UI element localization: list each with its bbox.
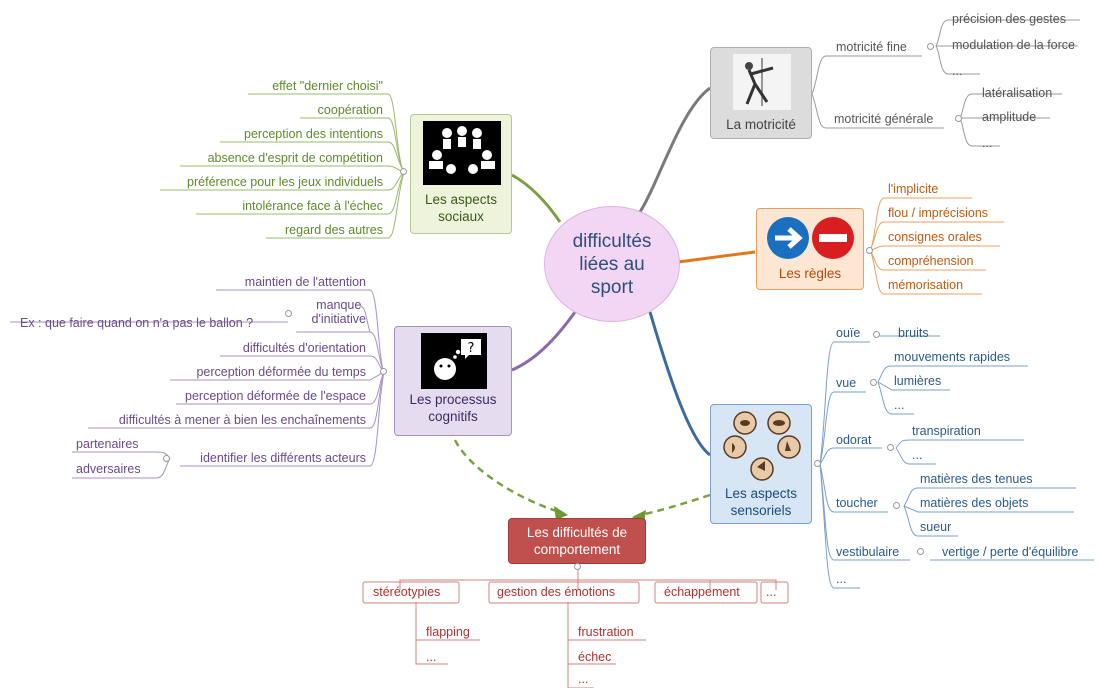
motricite-fine-label[interactable]: motricité fine	[836, 40, 907, 54]
comportement-stereotypies[interactable]: stéréotypies	[373, 585, 441, 599]
svg-text:?: ?	[468, 341, 475, 356]
sensoriels-vestibulaire-item[interactable]: vertige / perte d'équilibre	[942, 545, 1079, 559]
sociaux-item[interactable]: regard des autres	[285, 223, 383, 237]
cognitifs-orientation[interactable]: difficultés d'orientation	[242, 341, 366, 355]
sensoriels-ouie-item[interactable]: bruits	[898, 326, 929, 340]
comportement-label-line1: Les difficultés de	[526, 525, 628, 540]
comportement-emotions-item[interactable]: frustration	[578, 625, 634, 639]
branch-comportement[interactable]: Les difficultés de comportement	[508, 518, 646, 564]
branch-regles[interactable]: Les règles	[756, 208, 864, 290]
motricite-fine-item[interactable]: modulation de la force	[952, 38, 1075, 52]
collapse-handle-icon[interactable]	[163, 455, 170, 462]
sociaux-item[interactable]: effet "dernier choisi"	[272, 79, 383, 93]
cognitifs-attention[interactable]: maintien de l'attention	[244, 275, 366, 289]
sensoriels-ouie-label[interactable]: ouïe	[836, 326, 861, 340]
cognitifs-acteurs[interactable]: identifier les différents acteurs	[200, 451, 366, 465]
sensoriels-odorat-label[interactable]: odorat	[836, 433, 872, 447]
regles-item[interactable]: mémorisation	[888, 278, 964, 292]
cognitifs-initiative-line2: d'initiative	[311, 312, 367, 326]
gymnast-icon	[733, 54, 791, 110]
sociaux-item[interactable]: intolérance face à l'échec	[242, 199, 383, 213]
comportement-emotions-item[interactable]: ...	[578, 672, 589, 686]
motricite-generale-item[interactable]: amplitude	[982, 110, 1037, 124]
branch-cognitifs[interactable]: ? Les processus cognitifs	[394, 326, 512, 436]
motricite-generale-item[interactable]: latéralisation	[982, 86, 1053, 100]
cognitifs-initiative-line1: manque	[316, 298, 362, 312]
sociaux-item[interactable]: préférence pour les jeux individuels	[187, 175, 383, 189]
collapse-handle-icon[interactable]	[927, 43, 934, 50]
comportement-emotions-item[interactable]: échec	[578, 650, 612, 664]
sociaux-item[interactable]: coopération	[317, 103, 383, 117]
cognitifs-espace[interactable]: perception déformée de l'espace	[185, 389, 366, 403]
sensoriels-label-line2: sensoriels	[730, 503, 792, 518]
cognitifs-label-line1: Les processus	[409, 392, 497, 407]
regles-item[interactable]: l'implicite	[888, 182, 939, 196]
regles-label: Les règles	[778, 266, 842, 281]
group-people-icon	[423, 121, 501, 185]
sociaux-item[interactable]: absence d'esprit de compétition	[207, 151, 383, 165]
thinking-person-icon: ?	[421, 333, 487, 389]
collapse-handle-icon[interactable]	[866, 247, 873, 254]
cognitifs-acteurs-item[interactable]: partenaires	[76, 437, 139, 451]
sociaux-label-line1: Les aspects	[424, 192, 498, 207]
sensoriels-vue-item[interactable]: mouvements rapides	[894, 350, 1011, 364]
sociaux-label-line2: sociaux	[438, 209, 484, 224]
senses-icon	[723, 411, 801, 481]
collapse-handle-icon[interactable]	[574, 563, 581, 570]
central-topic-line3: sport	[590, 276, 634, 298]
branch-motricite[interactable]: La motricité	[710, 47, 812, 139]
sensoriels-toucher-label[interactable]: toucher	[836, 496, 878, 510]
central-topic-line1: difficultés	[572, 230, 652, 252]
sensoriels-toucher-item[interactable]: matières des tenues	[920, 472, 1033, 486]
comportement-stereotypies-item[interactable]: flapping	[426, 625, 470, 639]
cognitifs-initiative-example[interactable]: Ex : que faire quand on n'a pas le ballo…	[20, 316, 254, 330]
sensoriels-vue-item[interactable]: lumières	[894, 374, 942, 388]
collapse-handle-icon[interactable]	[887, 444, 894, 451]
collapse-handle-icon[interactable]	[873, 331, 880, 338]
collapse-handle-icon[interactable]	[285, 310, 292, 317]
comportement-echappement[interactable]: échappement	[664, 585, 740, 599]
sensoriels-label-line1: Les aspects	[724, 486, 798, 501]
collapse-handle-icon[interactable]	[814, 460, 821, 467]
comportement-label-line2: comportement	[533, 542, 621, 557]
sensoriels-vue-item[interactable]: ...	[894, 398, 905, 412]
motricite-fine-item[interactable]: ...	[952, 64, 963, 78]
cognitifs-acteurs-item[interactable]: adversaires	[76, 462, 141, 476]
branch-sensoriels[interactable]: Les aspects sensoriels	[710, 404, 812, 524]
collapse-handle-icon[interactable]	[955, 115, 962, 122]
sensoriels-odorat-item[interactable]: ...	[912, 448, 923, 462]
regles-item[interactable]: flou / imprécisions	[888, 206, 989, 220]
motricite-fine-item[interactable]: précision des gestes	[952, 12, 1066, 26]
comportement-emotions[interactable]: gestion des émotions	[497, 585, 616, 599]
cognitifs-initiative[interactable]: manque d'initiative	[312, 298, 367, 326]
sensoriels-odorat-item[interactable]: transpiration	[912, 424, 981, 438]
sociaux-item[interactable]: perception des intentions	[244, 127, 383, 141]
collapse-handle-icon[interactable]	[893, 502, 900, 509]
central-topic-line2: liées au	[579, 253, 645, 275]
sensoriels-toucher-item[interactable]: sueur	[920, 520, 952, 534]
regles-item[interactable]: compréhension	[888, 254, 974, 268]
sensoriels-vue-label[interactable]: vue	[836, 376, 857, 390]
motricite-generale-item[interactable]: ...	[982, 136, 993, 150]
collapse-handle-icon[interactable]	[917, 548, 924, 555]
sensoriels-more[interactable]: ...	[836, 572, 847, 586]
collapse-handle-icon[interactable]	[870, 379, 877, 386]
branch-sociaux[interactable]: Les aspects sociaux	[410, 114, 512, 234]
regles-item[interactable]: consignes orales	[888, 230, 982, 244]
sensoriels-vestibulaire-label[interactable]: vestibulaire	[836, 545, 900, 559]
cognitifs-temps[interactable]: perception déformée du temps	[196, 365, 366, 379]
motricite-label: La motricité	[726, 117, 796, 132]
collapse-handle-icon[interactable]	[380, 368, 387, 375]
comportement-more[interactable]: ...	[766, 585, 777, 599]
collapse-handle-icon[interactable]	[400, 168, 407, 175]
sensoriels-toucher-item[interactable]: matières des objets	[920, 496, 1029, 510]
central-topic[interactable]: difficultés liées au sport	[544, 206, 680, 322]
cognitifs-label-line2: cognitifs	[428, 409, 478, 424]
comportement-stereotypies-item[interactable]: ...	[426, 650, 437, 664]
motricite-generale-label[interactable]: motricité générale	[834, 112, 934, 126]
cognitifs-enchainements[interactable]: difficultés à mener à bien les enchaînem…	[118, 413, 366, 427]
traffic-signs-icon	[767, 217, 854, 259]
